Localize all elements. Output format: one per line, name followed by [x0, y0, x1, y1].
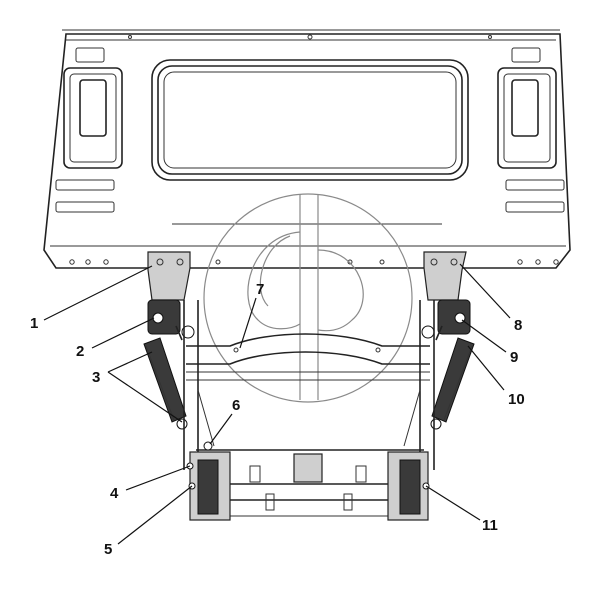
cross-beam	[186, 333, 430, 381]
callout-5: 5	[104, 541, 112, 558]
rear-window	[151, 59, 469, 181]
left-lower-bracket	[186, 451, 231, 521]
callout-labels: 1 2 3 4 5 6 7 8 9 10 11	[30, 281, 525, 558]
leader-lines	[43, 263, 511, 545]
right-lower-bracket	[387, 451, 430, 521]
left-shock-absorber	[143, 337, 188, 430]
callout-2: 2	[76, 343, 84, 360]
callout-6: 6	[232, 397, 240, 414]
callout-7: 7	[256, 281, 264, 298]
callout-8: 8	[514, 317, 522, 334]
callout-9: 9	[510, 349, 518, 366]
left-vent-panel	[55, 47, 123, 213]
right-shock-absorber	[430, 337, 475, 430]
callout-11: 11	[482, 517, 498, 534]
callout-10: 10	[508, 391, 525, 408]
watermark-logo	[203, 193, 413, 403]
callout-4: 4	[110, 485, 119, 502]
left-tilt-latch	[147, 299, 195, 341]
right-vent-panel	[497, 47, 565, 213]
frame-posts	[183, 300, 435, 470]
callout-1: 1	[30, 315, 38, 332]
callout-3: 3	[92, 369, 100, 386]
right-hinge-bracket	[423, 251, 467, 301]
panel-bolts	[69, 223, 559, 265]
lower-mount-frame	[196, 449, 424, 517]
left-hinge-bracket	[147, 251, 191, 301]
cab-rear-panel	[43, 29, 571, 269]
